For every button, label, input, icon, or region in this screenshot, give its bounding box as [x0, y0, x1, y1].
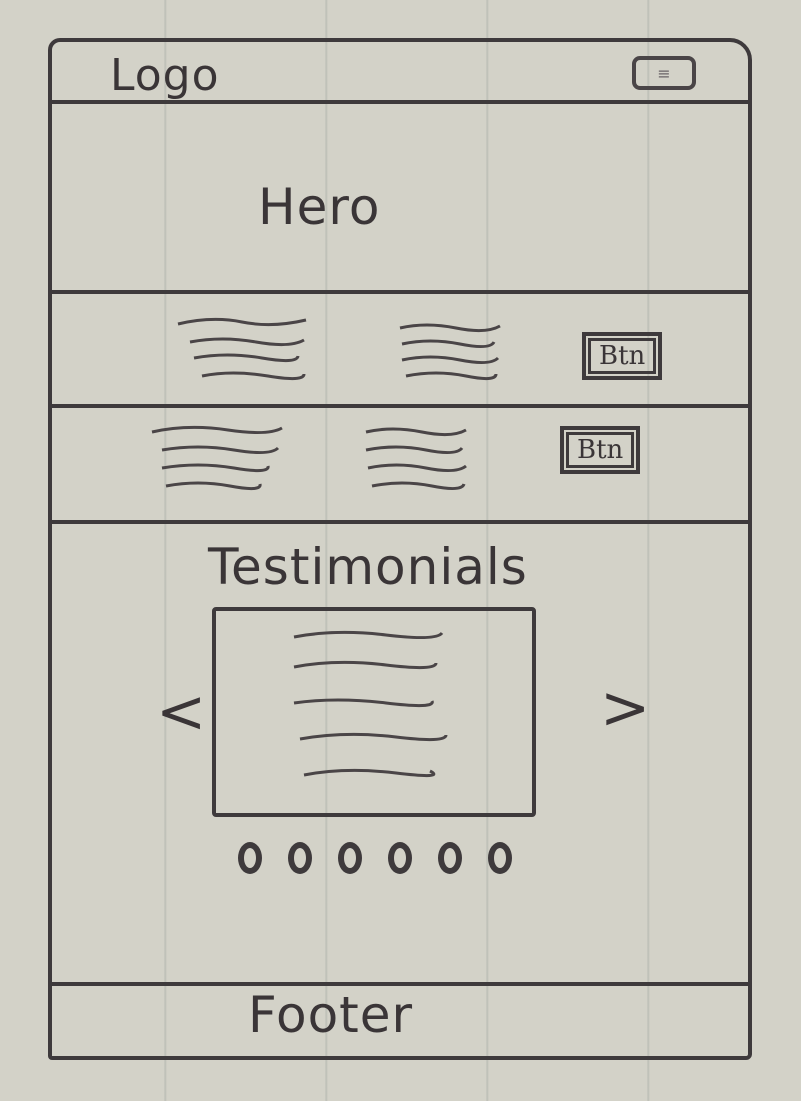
- feature-2-button-label: Btn: [566, 432, 635, 468]
- hero-divider: [52, 290, 748, 294]
- carousel-dot[interactable]: [438, 842, 462, 874]
- testimonial-text-block: [293, 630, 448, 778]
- carousel-dot[interactable]: [238, 842, 262, 874]
- carousel-dot[interactable]: [288, 842, 312, 874]
- carousel-dot[interactable]: [338, 842, 362, 874]
- hamburger-menu-icon[interactable]: ≡: [632, 56, 696, 90]
- wireframe-page: Logo ≡ Hero Btn Btn Testimonials <: [48, 38, 752, 1060]
- carousel-dot[interactable]: [488, 842, 512, 874]
- testimonial-card: [212, 607, 536, 817]
- carousel-dot[interactable]: [388, 842, 412, 874]
- feature-2-button[interactable]: Btn: [560, 426, 641, 474]
- footer-text: Footer: [248, 986, 414, 1044]
- feature-1-divider: [52, 404, 748, 408]
- feature-1-text-block-b: [399, 323, 501, 381]
- header-divider: [52, 100, 748, 104]
- feature-2-text-block-a: [151, 425, 283, 491]
- testimonials-title: Testimonials: [208, 538, 528, 596]
- hero-title: Hero: [258, 178, 381, 236]
- feature-1-button-label: Btn: [588, 338, 657, 374]
- feature-1-text-block-a: [177, 317, 307, 381]
- chevron-left-icon[interactable]: <: [156, 677, 207, 747]
- chevron-right-icon[interactable]: >: [600, 673, 651, 743]
- feature-1-button[interactable]: Btn: [582, 332, 663, 380]
- logo[interactable]: Logo: [110, 50, 220, 101]
- footer-divider: [52, 982, 748, 986]
- feature-2-text-block-b: [365, 427, 467, 491]
- feature-2-divider: [52, 520, 748, 524]
